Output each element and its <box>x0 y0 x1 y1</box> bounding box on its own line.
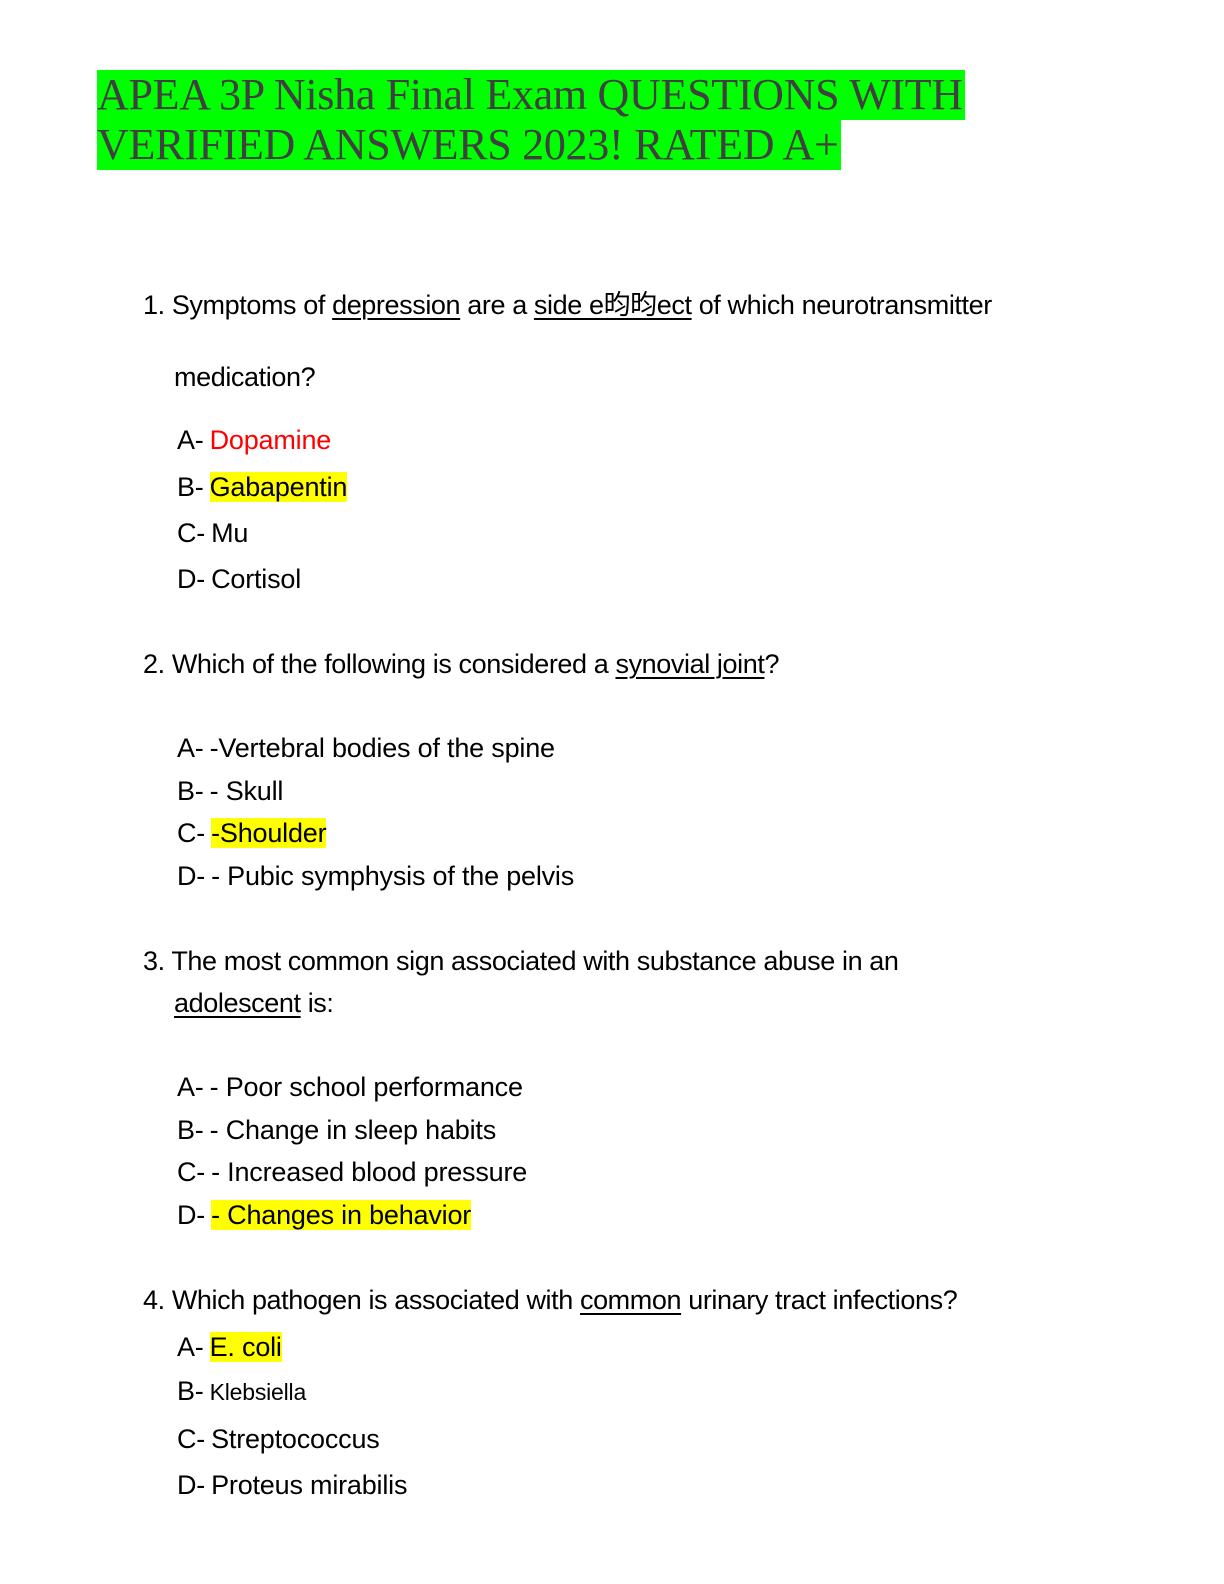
question-3-continuation: adolescent is: <box>174 986 334 1020</box>
option-text: Klebsiella <box>209 1379 307 1405</box>
option-2c: C--Shoulder <box>177 816 327 850</box>
option-3a: A-- Poor school performance <box>177 1070 523 1104</box>
underlined-term: synovial joint <box>615 649 765 679</box>
option-text-highlighted: Gabapentin <box>209 472 348 502</box>
option-label: B- <box>177 776 204 806</box>
question-number: 3. <box>143 946 165 976</box>
option-label: D- <box>177 1200 206 1230</box>
option-3b: B-- Change in sleep habits <box>177 1113 496 1147</box>
option-text-highlighted: -Shoulder <box>211 818 327 848</box>
question-4: 4. Which pathogen is associated with com… <box>143 1283 958 1317</box>
option-label: C- <box>177 1157 206 1187</box>
option-text: Mu <box>211 518 249 548</box>
question-1: 1. Symptoms of depression are a side e昀昀… <box>143 288 992 322</box>
question-number: 4. <box>143 1285 165 1315</box>
question-text: Which of the following is considered a <box>171 649 616 679</box>
question-1-continuation: medication? <box>174 362 316 392</box>
option-text: - Skull <box>209 776 284 806</box>
question-text: are a <box>460 290 534 320</box>
option-4c: C-Streptococcus <box>177 1422 380 1456</box>
option-2d: D-- Pubic symphysis of the pelvis <box>177 859 574 893</box>
option-label: D- <box>177 861 206 891</box>
option-2b: B-- Skull <box>177 774 283 808</box>
option-4d: D-Proteus mirabilis <box>177 1468 407 1502</box>
option-1c: C-Mu <box>177 516 248 550</box>
option-3d: D-- Changes in behavior <box>177 1198 471 1232</box>
option-text: Dopamine <box>209 425 332 455</box>
option-label: A- <box>177 733 204 763</box>
option-label: C- <box>177 818 206 848</box>
option-label: A- <box>177 1072 204 1102</box>
option-text-highlighted: E. coli <box>209 1332 282 1362</box>
option-1d: D-Cortisol <box>177 562 301 596</box>
option-text: - Pubic symphysis of the pelvis <box>211 861 575 891</box>
option-text: -Vertebral bodies of the spine <box>209 733 555 763</box>
underlined-term: adolescent <box>174 988 301 1018</box>
document-title: APEA 3P Nisha Final Exam QUESTIONS WITH … <box>97 70 965 170</box>
underlined-term: depression <box>332 290 461 320</box>
option-1a: A-Dopamine <box>177 423 331 457</box>
question-text: The most common sign associated with sub… <box>171 946 899 976</box>
option-text: - Poor school performance <box>209 1072 523 1102</box>
underlined-term: side e昀昀ect <box>533 290 692 320</box>
question-text: Which pathogen is associated with <box>171 1285 580 1315</box>
option-text: - Change in sleep habits <box>209 1115 497 1145</box>
question-3: 3. The most common sign associated with … <box>143 944 899 978</box>
title-line-1: APEA 3P Nisha Final Exam QUESTIONS WITH <box>97 70 965 120</box>
option-text-highlighted: - Changes in behavior <box>211 1200 472 1230</box>
option-4b: B-Klebsiella <box>177 1374 306 1409</box>
option-label: C- <box>177 518 206 548</box>
option-text: Streptococcus <box>211 1424 380 1454</box>
option-2a: A--Vertebral bodies of the spine <box>177 731 555 765</box>
question-text: of which neurotransmitter <box>691 290 993 320</box>
question-number: 2. <box>143 649 165 679</box>
question-text: urinary tract infections? <box>681 1285 958 1315</box>
option-label: A- <box>177 425 204 455</box>
question-text: ? <box>764 649 780 679</box>
option-text: Cortisol <box>211 564 302 594</box>
option-4a: A-E. coli <box>177 1330 282 1364</box>
option-label: C- <box>177 1424 206 1454</box>
option-label: B- <box>177 472 204 502</box>
question-number: 1. <box>143 290 165 320</box>
option-label: D- <box>177 1470 206 1500</box>
option-label: A- <box>177 1332 204 1362</box>
question-text: is: <box>300 988 334 1018</box>
option-label: D- <box>177 564 206 594</box>
option-label: B- <box>177 1376 204 1406</box>
question-text: Symptoms of <box>171 290 333 320</box>
title-line-2: VERIFIED ANSWERS 2023! RATED A+ <box>97 120 841 170</box>
option-label: B- <box>177 1115 204 1145</box>
option-1b: B-Gabapentin <box>177 470 347 504</box>
underlined-term: common <box>579 1285 682 1315</box>
option-text: - Increased blood pressure <box>211 1157 528 1187</box>
option-3c: C-- Increased blood pressure <box>177 1155 527 1189</box>
option-text: Proteus mirabilis <box>211 1470 408 1500</box>
question-2: 2. Which of the following is considered … <box>143 647 779 681</box>
